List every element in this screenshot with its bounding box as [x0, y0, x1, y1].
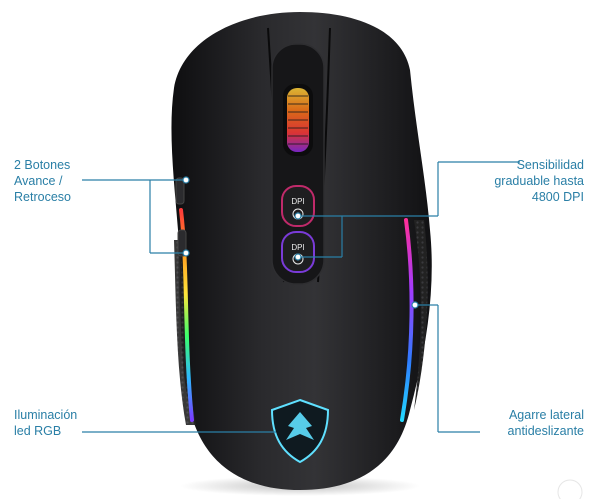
shield-logo-icon: [270, 398, 330, 464]
dpi-down-label: DPI: [291, 243, 304, 252]
callout-rgb-line-2: led RGB: [14, 424, 62, 438]
callout-dpi: Sensibilidad graduable hasta 4800 DPI: [494, 157, 584, 205]
callout-side-buttons-line-1: 2 Botones: [14, 158, 71, 172]
callout-side-buttons: 2 Botones Avance / Retroceso: [14, 157, 71, 205]
callout-grip: Agarre lateral antideslizante: [508, 407, 584, 439]
dpi-up-button[interactable]: DPI +: [281, 185, 315, 227]
callout-lines: [82, 161, 520, 433]
callout-dpi-line-3: 4800 DPI: [531, 190, 584, 204]
corner-widget: [557, 479, 583, 499]
dpi-down-button[interactable]: DPI −: [281, 231, 315, 273]
callout-rgb: Iluminación led RGB: [14, 407, 77, 439]
callout-side-buttons-line-2: Avance /: [14, 174, 63, 188]
callout-rgb-line-1: Iluminación: [14, 408, 78, 422]
callout-grip-line-2: antideslizante: [507, 424, 584, 438]
callout-grip-line-1: Agarre lateral: [508, 408, 584, 422]
callout-dpi-line-2: graduable hasta: [494, 174, 584, 188]
dpi-up-label: DPI: [291, 197, 304, 206]
side-button-forward[interactable]: [175, 177, 185, 205]
callout-side-buttons-line-3: Retroceso: [14, 190, 71, 204]
right-rgb-strip: [400, 218, 414, 422]
side-button-back[interactable]: [177, 229, 187, 257]
right-grip-texture: [414, 220, 428, 410]
callout-dpi-line-1: Sensibilidad: [516, 158, 584, 172]
